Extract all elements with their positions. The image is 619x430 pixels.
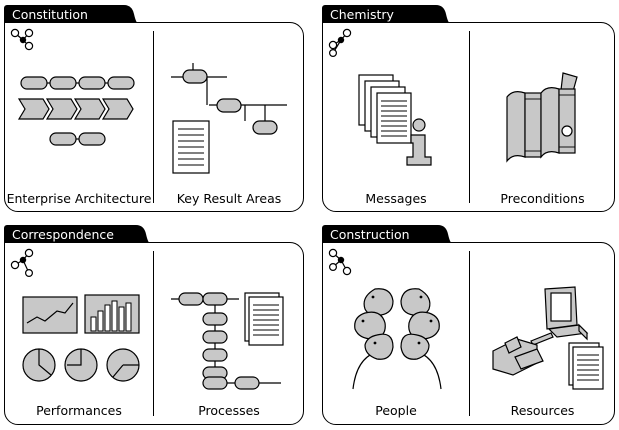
panel-title: Chemistry [322,5,436,23]
item-label-messages: Messages [365,191,427,206]
processes-icon [171,292,284,390]
panel-title: Constitution [4,5,124,23]
tab-curve [436,5,450,23]
resources-icon [492,286,604,390]
panel-divider [469,251,470,416]
item-label-processes: Processes [198,403,260,418]
panel-frame: Enterprise Architecture Key Result Areas [4,22,304,212]
panel-divider [153,251,154,416]
panel-constitution: Constitution Enterprise Architecture [4,5,304,212]
enterprise-architecture-icon [17,76,135,146]
panel-title: Construction [322,225,438,243]
network-icon [10,248,34,277]
item-label-key-result-areas: Key Result Areas [176,191,282,206]
item-label-enterprise-architecture: Enterprise Architecture [6,191,152,206]
network-icon [10,28,34,51]
preconditions-icon [506,72,578,163]
key-result-areas-icon [171,63,287,174]
tab-curve [124,5,138,23]
panel-frame: People Resources [322,242,615,425]
item-label-people: People [375,403,417,418]
item-label-performances: Performances [36,403,122,418]
panel-divider [469,31,470,203]
panel-frame: Performances Processes [4,242,304,425]
panel-title: Correspondence [4,225,136,243]
messages-icon [358,74,432,166]
panel-divider [153,31,154,203]
people-icon [352,288,442,390]
tab-curve [136,225,150,243]
performances-icon [22,294,140,382]
item-label-resources: Resources [510,403,575,418]
panel-construction: Construction People [322,225,615,425]
network-icon [328,248,352,276]
item-label-preconditions: Preconditions [500,191,585,206]
panel-frame: Messages Preconditions [322,22,615,212]
panel-chemistry: Chemistry Messages [322,5,615,212]
network-icon [328,28,352,57]
tab-curve [438,225,452,243]
panel-correspondence: Correspondence Performances [4,225,304,425]
